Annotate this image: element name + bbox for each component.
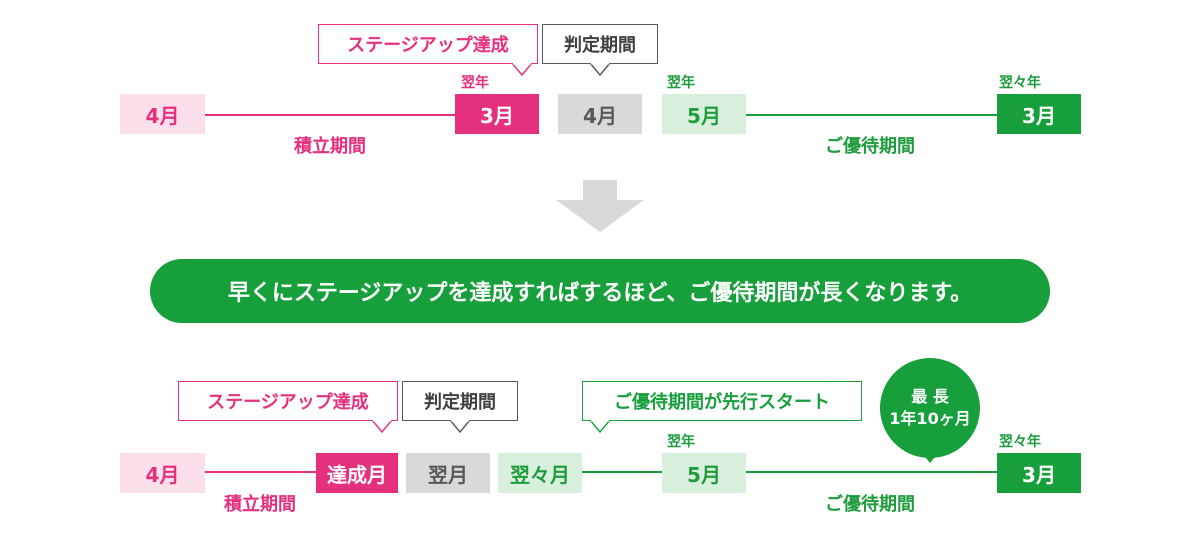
callout-stage-up-achieved: ステージアップ達成 [178,381,398,421]
callout-tail [590,420,610,434]
summary-banner: 早くにステージアップを達成すればするほど、ご優待期間が長くなります。 [150,259,1050,323]
start-month-box: 4月 [120,94,205,134]
year-after-next-label: 翌々年 [999,75,1041,91]
benefit-end-box: 3月 [997,94,1081,134]
max-duration-badge: 最 長 1年10ヶ月 [880,358,980,458]
may-month-box: 5月 [662,453,746,493]
benefit-start-box: 翌々月 [498,453,582,493]
badge-pointer [921,452,939,463]
callout-tail [590,63,610,77]
benefit-line [580,471,664,473]
judge-month-box: 4月 [558,94,642,134]
callout-tail [512,63,532,77]
benefit-period-label: ご優待期間 [825,136,915,157]
callout-tail [450,420,470,434]
benefit-end-box: 3月 [997,453,1081,493]
accumulation-line [205,114,455,116]
next-year-label: 翌年 [461,75,489,91]
next-year-label: 翌年 [667,434,695,450]
callout-stage-up-achieved: ステージアップ達成 [318,24,538,64]
benefit-line [745,114,997,116]
accumulation-line [205,471,317,473]
benefit-period-label: ご優待期間 [825,494,915,515]
benefit-line [745,471,997,473]
achieve-month-box: 3月 [455,94,539,134]
max-label: 最 長 [911,387,949,406]
next-year-label: 翌年 [667,75,695,91]
callout-judgement-period: 判定期間 [542,24,658,64]
accumulation-period-label: 積立期間 [294,136,366,157]
year-after-next-label: 翌々年 [999,434,1041,450]
callout-judgement-period: 判定期間 [402,381,518,421]
start-month-box: 4月 [120,453,205,493]
benefit-start-box: 5月 [662,94,746,134]
accumulation-period-label: 積立期間 [224,494,296,515]
achieve-month-box: 達成月 [316,453,398,493]
max-duration-value: 1年10ヶ月 [889,409,971,428]
callout-benefit-early-start: ご優待期間が先行スタート [582,381,862,421]
callout-tail [372,420,392,434]
arrow-down-icon [556,180,644,232]
judge-month-box: 翌月 [406,453,490,493]
